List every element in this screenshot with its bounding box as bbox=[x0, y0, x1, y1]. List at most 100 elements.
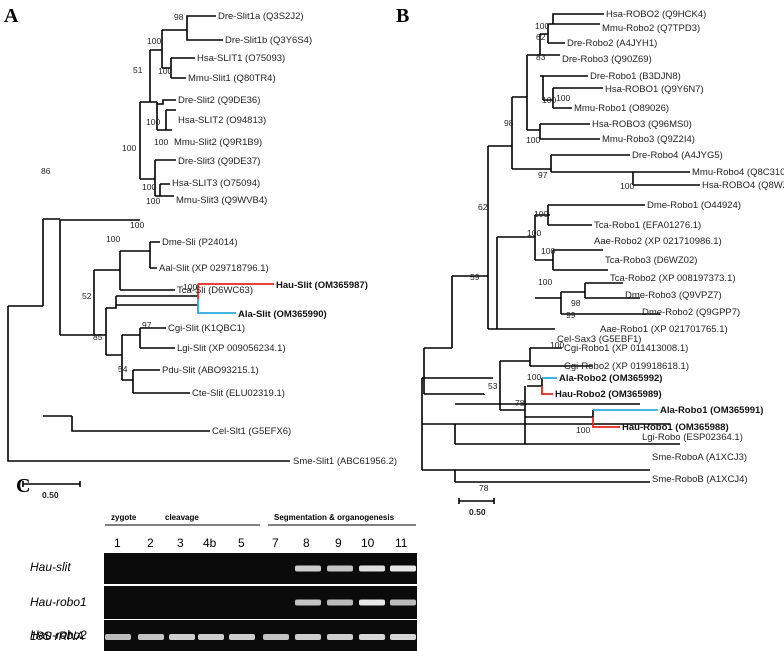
leaf-hau-slit: Hau-Slit (OM365987) bbox=[276, 280, 368, 291]
lane-numbers: 1 2 3 4b 5 7 8 9 10 11 bbox=[114, 536, 408, 550]
lane-number: 3 bbox=[177, 536, 184, 550]
panel-label-a: A bbox=[4, 5, 19, 27]
gel-band bbox=[295, 634, 321, 640]
leaf: Tca-Robo3 (D6WZ02) bbox=[605, 255, 697, 266]
leaf: Hsa-ROBO1 (Q9Y6N7) bbox=[605, 84, 704, 95]
gel-panel: zygote cleavage Segmentation & organogen… bbox=[30, 513, 417, 651]
bootstrap: 100 bbox=[527, 372, 541, 382]
leaf: Cgi-Robo2 (XP 019918618.1) bbox=[564, 361, 689, 372]
leaf: Lgi-Robo (ESP02364.1) bbox=[642, 432, 743, 443]
bootstrap: 100 bbox=[620, 181, 634, 191]
leaf: Dme-Robo2 (Q9GPP7) bbox=[642, 307, 740, 318]
lane-number: 1 bbox=[114, 536, 121, 550]
leaf: Hsa-ROBO2 (Q9HCK4) bbox=[606, 9, 706, 20]
gel-band bbox=[198, 634, 224, 640]
gel-band bbox=[359, 599, 385, 606]
gene-label: Hau-slit bbox=[30, 560, 71, 574]
stage-zygote: zygote bbox=[111, 513, 137, 522]
gel-band bbox=[327, 565, 353, 572]
stage-segmentation: Segmentation & organogenesis bbox=[274, 513, 395, 522]
bootstrap: 98 bbox=[504, 118, 514, 128]
bootstrap: 52 bbox=[82, 291, 92, 301]
bootstrap: 54 bbox=[118, 364, 128, 374]
gel-band bbox=[169, 634, 195, 640]
gel-band bbox=[390, 599, 416, 606]
bootstrap: 62 bbox=[536, 32, 546, 42]
bootstrap: 100 bbox=[576, 425, 590, 435]
leaf: Cel-Slt1 (G5EFX6) bbox=[212, 426, 291, 437]
leaf: Hsa-SLIT1 (O75093) bbox=[197, 53, 285, 64]
leaf: Mmu-Robo4 (Q8C310) bbox=[692, 167, 784, 178]
bootstrap: 78 bbox=[479, 483, 489, 493]
leaf: Aae-Robo2 (XP 021710986.1) bbox=[594, 236, 722, 247]
leaf: Dme-Robo1 (O44924) bbox=[647, 200, 741, 211]
hau-robo2-branch bbox=[541, 386, 553, 395]
gel-band bbox=[229, 634, 255, 640]
gene-label: Hau-robo1 bbox=[30, 595, 87, 609]
leaf: Cte-Slit (ELU02319.1) bbox=[192, 388, 285, 399]
bootstrap: 98 bbox=[174, 12, 184, 22]
gel-band bbox=[138, 634, 164, 640]
gel-band bbox=[359, 565, 385, 572]
phylogenetic-tree-b bbox=[421, 13, 700, 445]
leaf: Tca-Sli (D6WC63) bbox=[177, 285, 253, 296]
leaf: Mmu-Robo3 (Q9Z2I4) bbox=[602, 134, 695, 145]
ala-slit-branch bbox=[197, 299, 236, 314]
lane-number: 4b bbox=[203, 536, 217, 550]
leaf: Cel-Sax3 (G5EBF1) bbox=[557, 334, 641, 345]
lane-number: 2 bbox=[147, 536, 154, 550]
leaf: Mmu-Slit1 (Q80TR4) bbox=[188, 73, 276, 84]
bootstrap: 100 bbox=[130, 220, 144, 230]
lane-number: 9 bbox=[335, 536, 342, 550]
leaf: Dme-Robo3 (Q9VPZ7) bbox=[625, 290, 722, 301]
bootstrap: 83 bbox=[536, 52, 546, 62]
leaf: Tca-Robo2 (XP 008197373.1) bbox=[610, 273, 736, 284]
bootstrap: 86 bbox=[41, 166, 51, 176]
gene-label: Hau-robo2 bbox=[30, 628, 87, 642]
phylogenetic-tree-a bbox=[7, 15, 223, 432]
tree-b-bootstraps: 100 62 83 100 100 100 97 100 98 100 100 … bbox=[470, 21, 634, 493]
leaf: Dme-Sli (P24014) bbox=[162, 237, 238, 248]
lane-number: 7 bbox=[272, 536, 279, 550]
leaf: Dre-Slit1a (Q3S2J2) bbox=[218, 11, 304, 22]
bootstrap: 51 bbox=[133, 65, 143, 75]
panel-label-b: B bbox=[396, 5, 409, 27]
leaf: Hsa-ROBO4 (Q8WZ75) bbox=[702, 180, 784, 191]
leaf: Sme-Slit1 (ABC61956.2) bbox=[293, 456, 397, 467]
gel-band bbox=[105, 634, 131, 640]
bootstrap: 100 bbox=[550, 340, 564, 350]
stage-cleavage: cleavage bbox=[165, 513, 199, 522]
gel-band bbox=[327, 599, 353, 606]
leaf: Mmu-Robo1 (O89026) bbox=[574, 103, 669, 114]
leaf: Dre-Robo3 (Q90Z69) bbox=[562, 54, 652, 65]
bootstrap: 97 bbox=[142, 320, 152, 330]
leaf: Cgi-Robo1 (XP 011413008.1) bbox=[564, 343, 688, 354]
leaf-ala-robo2: Ala-Robo2 (OM365992) bbox=[559, 373, 662, 384]
leaf: Dre-Robo1 (B3DJN8) bbox=[590, 71, 681, 82]
scale-bar-b bbox=[458, 498, 495, 504]
scale-label-a: 0.50 bbox=[42, 490, 59, 500]
lane-number: 5 bbox=[238, 536, 245, 550]
bootstrap: 85 bbox=[93, 332, 103, 342]
leaf: Dre-Slit1b (Q3Y6S4) bbox=[225, 35, 312, 46]
bootstrap: 99 bbox=[566, 310, 576, 320]
leaf-hau-robo1: Hau-Robo1 (OM365988) bbox=[622, 422, 729, 433]
leaf: Cgi-Slit (K1QBC1) bbox=[168, 323, 245, 334]
bootstrap: 62 bbox=[478, 202, 488, 212]
bootstrap: 100 bbox=[526, 135, 540, 145]
leaf: Mmu-Robo2 (Q7TPD3) bbox=[602, 23, 700, 34]
bootstrap: 100 bbox=[142, 182, 156, 192]
leaf: Dre-Slit2 (Q9DE36) bbox=[178, 95, 260, 106]
scale-label-b: 0.50 bbox=[469, 507, 486, 517]
gel-band bbox=[390, 565, 416, 572]
bootstrap: 100 bbox=[183, 282, 197, 292]
bootstrap: 100 bbox=[122, 143, 136, 153]
leaf: Hsa-ROBO3 (Q96MS0) bbox=[592, 119, 692, 130]
bootstrap: 100 bbox=[146, 117, 160, 127]
bootstrap: 100 bbox=[147, 36, 161, 46]
hau-robo1-branch bbox=[592, 417, 620, 428]
gel-band bbox=[295, 565, 321, 572]
gel-band bbox=[359, 634, 385, 640]
leaf-hau-robo2: Hau-Robo2 (OM365989) bbox=[555, 389, 662, 400]
